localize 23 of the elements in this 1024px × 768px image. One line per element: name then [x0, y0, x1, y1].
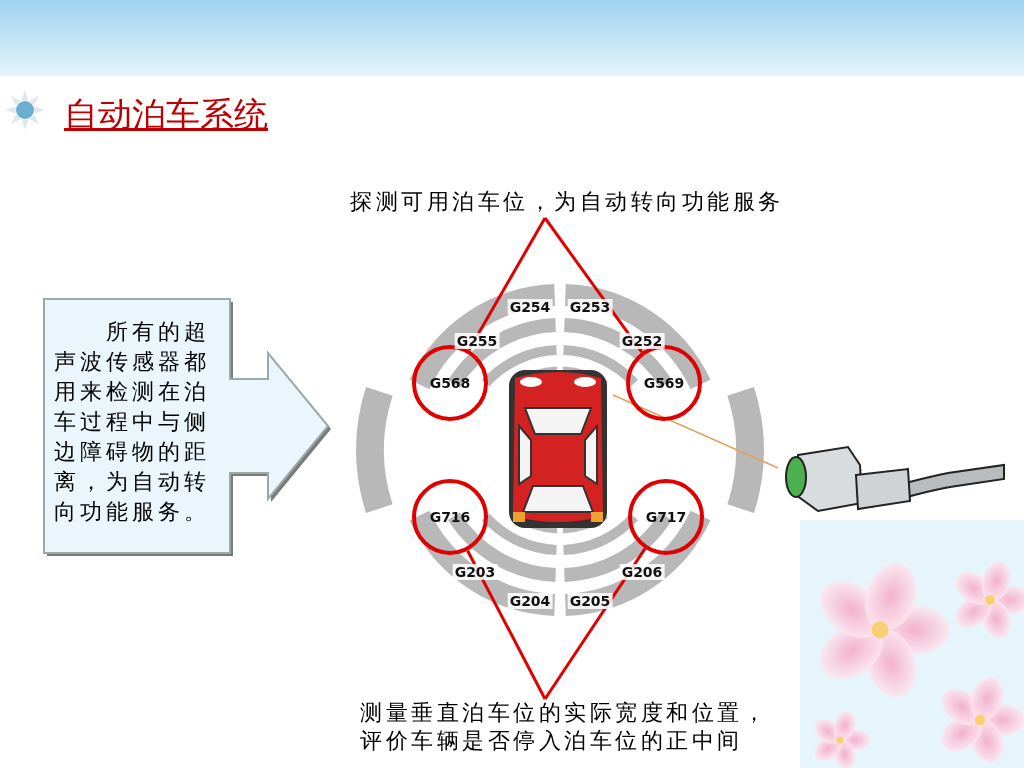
sensor-label: G252 — [619, 333, 665, 349]
sensor-highlight-circle — [412, 479, 488, 555]
sensor-label: G253 — [567, 299, 613, 315]
sensor-label: G716 — [429, 509, 471, 525]
connector-line — [543, 547, 647, 700]
annotation-text: 探测可用泊车位，为自动转向功能服务 — [350, 188, 800, 218]
sensor-label: G206 — [619, 564, 665, 580]
connector-line — [467, 217, 547, 351]
sensor-label: G717 — [645, 509, 687, 525]
leader-line — [612, 394, 779, 469]
sensor-label: G205 — [567, 593, 613, 609]
callout-text: 所有的超声波传感器都用来检测在泊车过程中与侧边障碍物的距离，为自动转向功能服务。 — [54, 318, 211, 526]
sensor-label: G255 — [454, 333, 500, 349]
sensor-label: G203 — [452, 564, 498, 580]
sensor-label: G204 — [507, 593, 553, 609]
connector-line — [466, 550, 547, 700]
sensor-label: G569 — [643, 375, 685, 391]
sensor-label: G254 — [507, 299, 553, 315]
sensor-highlight-circle — [628, 479, 704, 555]
arrow-callout-box — [40, 295, 332, 557]
annotation-text: 测量垂直泊车位的实际宽度和位置，评价车辆是否停入泊车位的正中间 — [360, 699, 785, 759]
sensor-label: G568 — [429, 375, 471, 391]
slide-title: 自动泊车系统 — [64, 93, 268, 136]
